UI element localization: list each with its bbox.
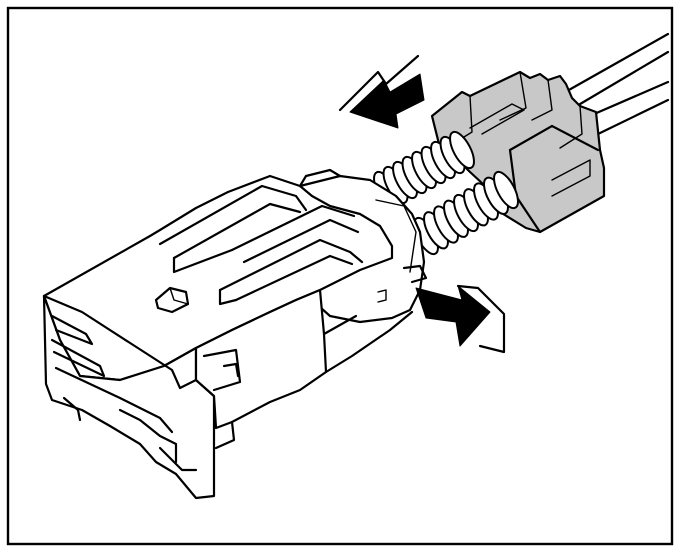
connector-housing bbox=[42, 168, 428, 500]
cap-edge bbox=[508, 124, 600, 152]
rear-latch-edge bbox=[375, 199, 417, 273]
front-top-edge bbox=[42, 294, 198, 390]
top-rib-3 bbox=[230, 204, 356, 252]
top-rib-2 bbox=[172, 202, 302, 260]
cap-rib-2 bbox=[499, 71, 527, 121]
front-slot-3 bbox=[54, 366, 174, 434]
cap-rib-3 bbox=[531, 79, 553, 121]
front-slot-2 bbox=[50, 338, 106, 378]
arrow-upper-shadow bbox=[338, 54, 420, 112]
top-rib-5 bbox=[218, 238, 364, 292]
diagram-frame bbox=[6, 6, 674, 546]
side-lower-step bbox=[214, 420, 236, 450]
side-latch-window bbox=[202, 348, 242, 392]
spring-lower bbox=[413, 170, 519, 256]
spring-upper bbox=[373, 130, 475, 210]
top-rib-1 bbox=[158, 184, 308, 246]
front-slot-1 bbox=[50, 314, 94, 346]
cap-slot bbox=[469, 103, 525, 135]
front-foot bbox=[158, 446, 198, 472]
key-edge bbox=[169, 287, 189, 305]
spring-coil bbox=[493, 170, 519, 210]
grommet-cap bbox=[430, 70, 606, 234]
cap-window bbox=[551, 159, 591, 197]
push-arrow-lower bbox=[415, 284, 506, 354]
side-latch-inner bbox=[222, 362, 240, 378]
wire-lower-b bbox=[596, 98, 670, 136]
rib-end-1 bbox=[172, 248, 234, 274]
rear-latch-notch bbox=[377, 289, 387, 303]
wire-upper-b bbox=[568, 50, 670, 112]
wire-lower-a bbox=[583, 80, 670, 120]
top-rib-4 bbox=[242, 218, 360, 264]
rib-end-2 bbox=[218, 288, 238, 306]
arrow-lower-shadow bbox=[456, 284, 506, 354]
front-latch-left bbox=[62, 396, 82, 422]
push-arrow-upper bbox=[338, 54, 425, 129]
spring-coil bbox=[449, 130, 475, 170]
top-rib-6 bbox=[234, 254, 354, 302]
side-bottom-edge bbox=[324, 310, 414, 374]
housing-side-face bbox=[194, 288, 328, 430]
spring-seals bbox=[373, 130, 519, 256]
top-step bbox=[298, 168, 342, 188]
wire-upper-a bbox=[558, 32, 670, 97]
front-cavity bbox=[118, 408, 178, 464]
rear-latch-tab bbox=[402, 264, 428, 284]
cap-rib-4 bbox=[559, 105, 583, 149]
side-mid-edge bbox=[322, 314, 358, 336]
